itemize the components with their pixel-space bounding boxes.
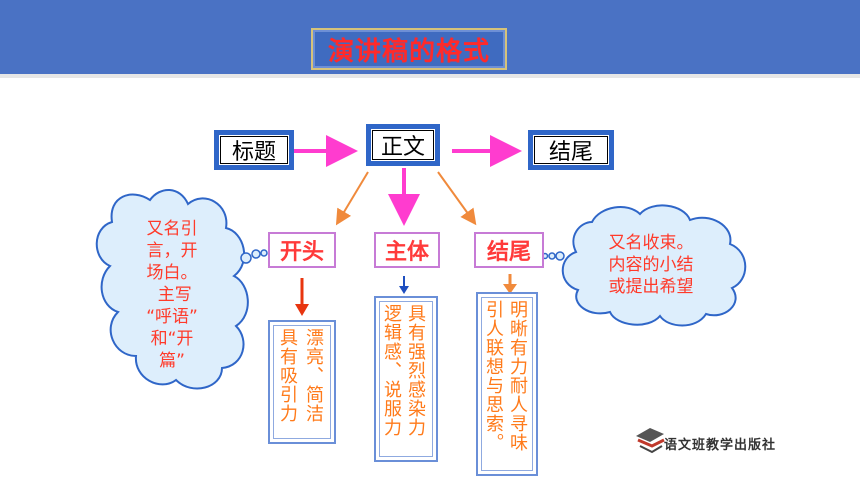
box-ending: 结尾 (474, 232, 544, 268)
box-body-text-label: 正文 (380, 135, 425, 160)
page-title: 演讲稿的格式 (327, 36, 490, 67)
publisher-name: 语文班教学出版社 (664, 438, 777, 453)
box-ending-top-label: 结尾 (548, 140, 593, 165)
box-body-text: 正文 (366, 124, 440, 166)
box-ending-label: 结尾 (486, 240, 531, 265)
box-ending-top: 结尾 (528, 130, 614, 170)
box-main-label: 主体 (384, 240, 429, 265)
arrow-body-small-down (399, 276, 409, 294)
arrow-to-ending (437, 171, 477, 226)
header-divider (0, 74, 860, 78)
box-title-part-label: 标题 (231, 140, 276, 165)
desc-opening-col1: 漂亮、简洁 (303, 328, 324, 423)
cloud-left-text: 又名引 言，开 场白。 主写 “呼语” 和“开 篇” (146, 219, 198, 371)
arrow-ending-down (503, 274, 517, 294)
desc-ending-col2: 引人联想与思索。 (483, 300, 504, 452)
cloud-right-text: 又名收束。 内容的小结 或提出希望 (608, 233, 694, 297)
box-main: 主体 (374, 232, 440, 268)
arrow-opening-down (295, 278, 309, 316)
box-title-part: 标题 (214, 130, 294, 170)
desc-box-main: 具有强烈感染力 逻辑感、说服力 (374, 296, 438, 462)
title-box: 演讲稿的格式 (311, 28, 507, 70)
box-opening: 开头 (268, 232, 336, 268)
desc-box-opening: 漂亮、简洁 具有吸引力 (268, 320, 336, 444)
desc-main-col1: 具有强烈感染力 (405, 304, 426, 437)
desc-main-col2: 逻辑感、说服力 (381, 304, 402, 437)
desc-box-ending: 明晰有力耐人寻味 引人联想与思索。 (476, 292, 538, 476)
arrow-to-opening (335, 171, 369, 226)
desc-ending-col1: 明晰有力耐人寻味 (507, 300, 528, 452)
cloud-left-shape (95, 189, 268, 390)
box-opening-label: 开头 (279, 240, 324, 265)
desc-opening-col2: 具有吸引力 (277, 328, 298, 423)
cloud-right-shape (541, 204, 747, 327)
